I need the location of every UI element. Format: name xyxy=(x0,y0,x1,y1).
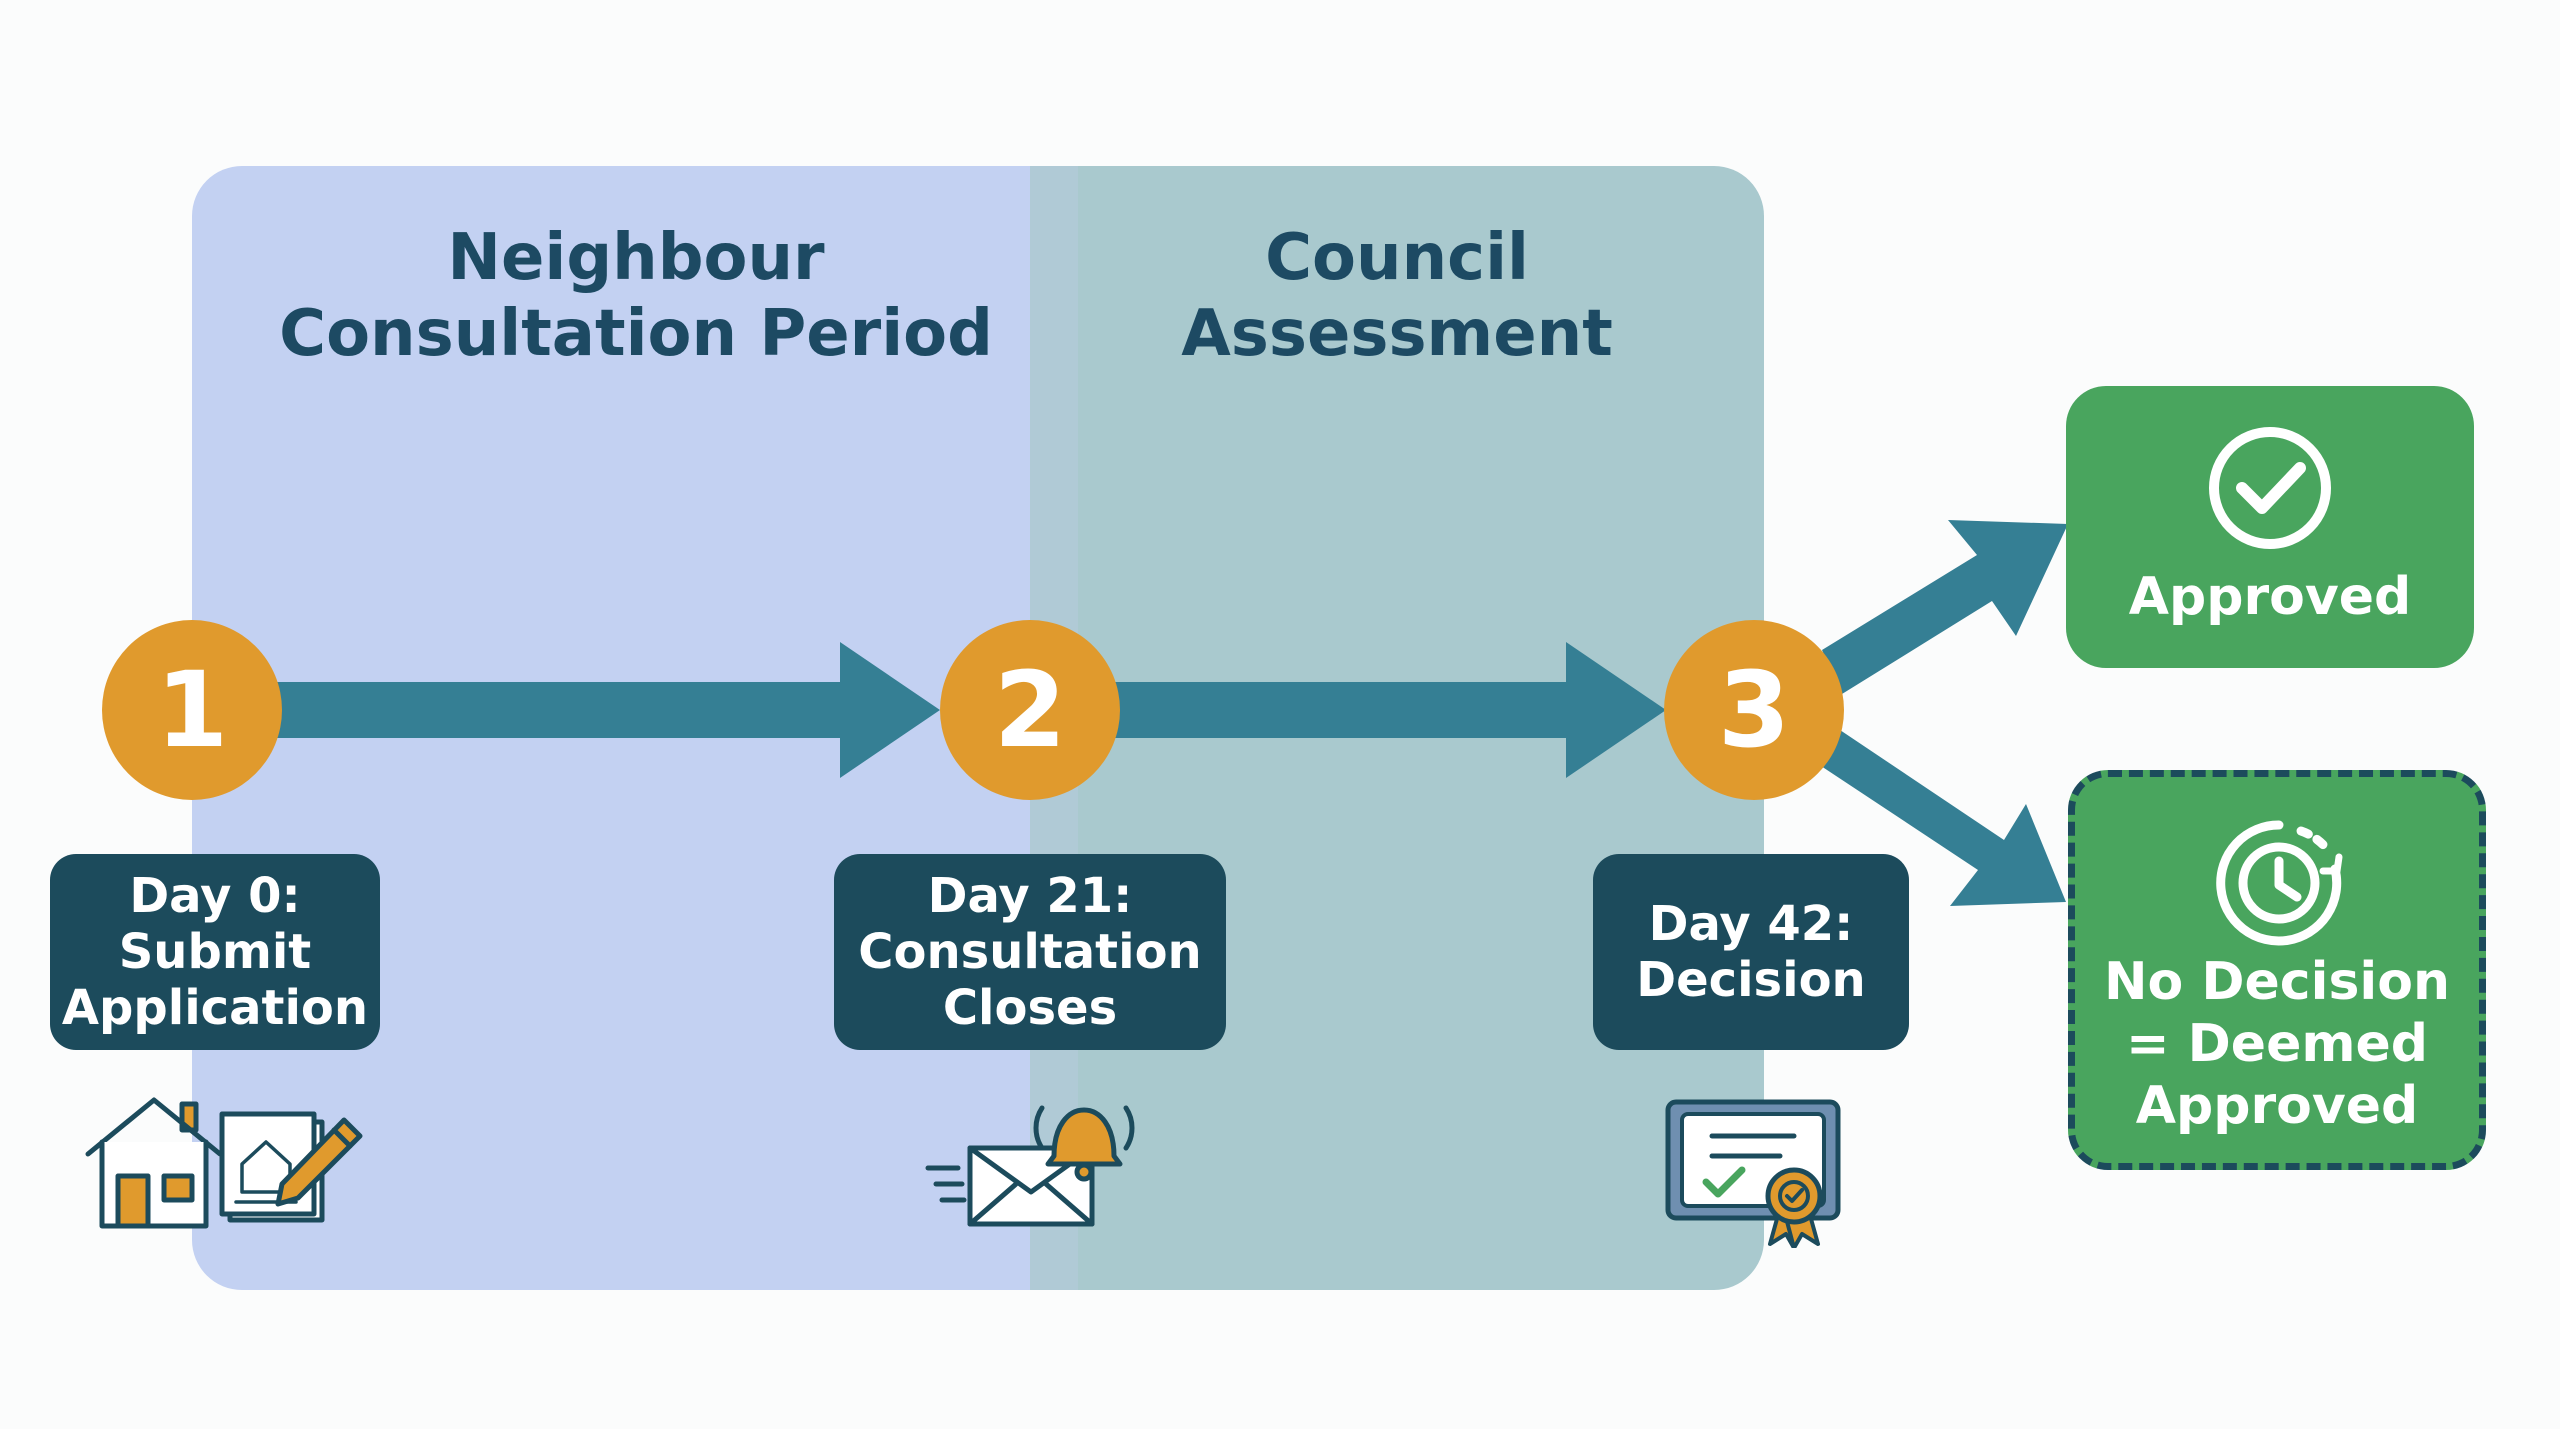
phase-title-line: Neighbour xyxy=(447,221,825,295)
clock-icon xyxy=(2216,820,2343,946)
step-label-line: Day 21: xyxy=(927,868,1133,924)
outcome-deemed-approved: No Decision = Deemed Approved xyxy=(2068,770,2486,1170)
step-label-1: Day 0: Submit Application xyxy=(50,854,380,1050)
step-circle-1: 1 xyxy=(102,620,282,800)
outcome-text: No Decision = Deemed Approved xyxy=(2075,951,2479,1137)
arrow-step1-to-step2 xyxy=(270,642,940,778)
step-label-2: Day 21: Consultation Closes xyxy=(834,854,1226,1050)
phase-title-consultation: Neighbour Consultation Period xyxy=(192,220,1080,372)
arrow-step2-to-step3 xyxy=(1110,642,1666,778)
step-circle-3: 3 xyxy=(1664,620,1844,800)
outcome-text: Approved xyxy=(2066,566,2474,628)
outcome-line: = Deemed xyxy=(2125,1014,2429,1074)
envelope-with-bell-icon xyxy=(925,1105,1135,1227)
step-label-3: Day 42: Decision xyxy=(1593,854,1909,1050)
phase-title-line: Assessment xyxy=(1181,297,1613,371)
step-label-line: Decision xyxy=(1636,952,1866,1008)
step-circle-2: 2 xyxy=(940,620,1120,800)
step-label-line: Consultation xyxy=(858,924,1202,980)
house-and-documents-icon xyxy=(85,1097,363,1229)
step-label-line: Application xyxy=(61,980,369,1036)
phase-title-line: Council xyxy=(1265,221,1529,295)
arrow-to-approved xyxy=(1822,520,2068,694)
outcome-line: Approved xyxy=(2128,567,2412,627)
outcome-line: No Decision xyxy=(2104,952,2450,1012)
phase-title-assessment: Council Assessment xyxy=(1030,220,1764,372)
certificate-with-seal-icon xyxy=(1665,1099,1841,1248)
phase-title-line: Consultation Period xyxy=(279,297,993,371)
step-label-line: Day 42: xyxy=(1648,896,1854,952)
arrow-to-deemed-approved xyxy=(1818,730,2066,906)
outcome-line: Approved xyxy=(2135,1076,2419,1136)
check-circle-icon xyxy=(2209,427,2331,549)
step-label-line: Day 0: xyxy=(129,868,301,924)
step-label-line: Submit xyxy=(118,924,312,980)
step-label-line: Closes xyxy=(942,980,1118,1036)
outcome-approved: Approved xyxy=(2066,386,2474,668)
